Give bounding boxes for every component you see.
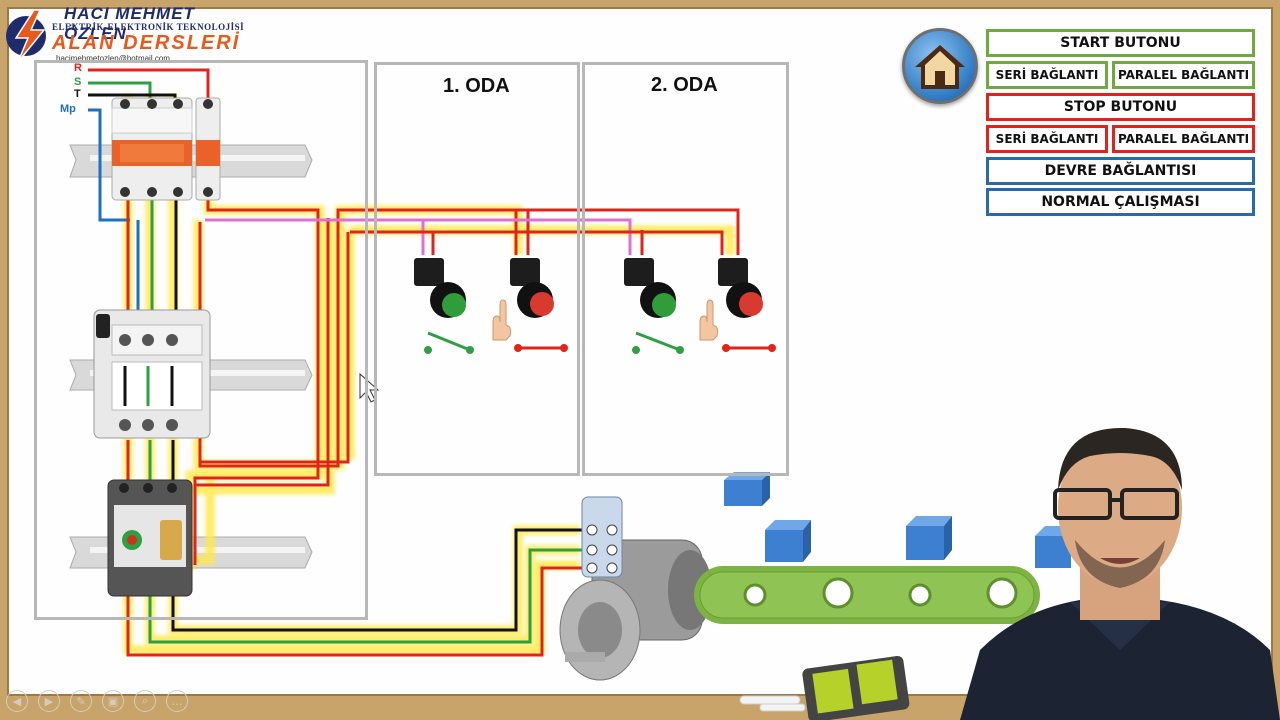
wire-label-s: S xyxy=(74,76,82,88)
room-2-title: 2. ODA xyxy=(651,74,718,96)
circuit-breaker-3pole xyxy=(111,97,193,201)
prev-icon[interactable]: ◀ xyxy=(6,690,28,712)
next-icon[interactable]: ▶ xyxy=(38,690,60,712)
wire-label-r: R xyxy=(74,62,82,74)
start-button-room-2 xyxy=(624,258,676,318)
stop-button-menu[interactable]: STOP BUTONU xyxy=(986,93,1255,121)
room-1-panel xyxy=(374,62,580,476)
start-button-menu[interactable]: START BUTONU xyxy=(986,29,1255,57)
package-box xyxy=(906,516,952,560)
home-icon xyxy=(915,45,965,89)
contactor xyxy=(93,309,211,439)
brand-main: ALAN DERSLERİ xyxy=(52,32,241,54)
normal-operation-button[interactable]: NORMAL ÇALIŞMASI xyxy=(986,188,1255,216)
stop-button-room-1 xyxy=(510,258,554,318)
package-box xyxy=(724,472,770,506)
brand-email: hacimehmetozlen@hotmail.com xyxy=(56,54,170,63)
brand-name: HACI MEHMET ÖZLEN xyxy=(64,4,195,43)
circuit-connection-button[interactable]: DEVRE BAĞLANTISI xyxy=(986,157,1255,185)
package-box xyxy=(765,520,811,562)
circuit-breaker-1pole xyxy=(195,97,221,201)
main-panel xyxy=(34,60,368,620)
more-icon[interactable]: … xyxy=(166,690,188,712)
slideshow-toolbar: ◀ ▶ ✎ ▣ ⌕ … xyxy=(6,690,188,712)
chalk-piece xyxy=(739,695,806,712)
wire-label-mp: Mp xyxy=(60,103,76,115)
thermal-relay xyxy=(107,479,193,597)
start-series-connection-button[interactable]: SERİ BAĞLANTI xyxy=(986,61,1108,89)
power-wires xyxy=(126,200,585,657)
stop-contact-symbol-room-1 xyxy=(514,344,568,352)
hand-pointer-icon xyxy=(699,299,719,341)
brand-logo: HACI MEHMET ÖZLEN ELEKTRİK-ELEKTRONİK TE… xyxy=(4,4,254,64)
room-2-panel xyxy=(582,62,789,476)
conveyor-belt xyxy=(694,566,1040,624)
stop-button-room-2 xyxy=(718,258,763,318)
start-contact-symbol-room-1 xyxy=(424,331,474,354)
presenter-video xyxy=(960,427,1280,720)
room-1-title: 1. ODA xyxy=(443,75,510,97)
control-wires xyxy=(193,200,740,565)
pen-icon[interactable]: ✎ xyxy=(70,690,92,712)
board-eraser xyxy=(802,655,910,720)
hand-pointer-icon xyxy=(492,299,512,341)
copy-icon[interactable]: ▣ xyxy=(102,690,124,712)
electric-motor xyxy=(559,496,712,681)
start-button-room-1 xyxy=(414,258,466,318)
stop-parallel-connection-button[interactable]: PARALEL BAĞLANTI xyxy=(1112,125,1255,153)
home-button[interactable] xyxy=(902,28,978,104)
start-parallel-connection-button[interactable]: PARALEL BAĞLANTI xyxy=(1112,61,1255,89)
stop-series-connection-button[interactable]: SERİ BAĞLANTI xyxy=(986,125,1108,153)
lightning-logo-icon xyxy=(6,9,46,63)
stop-contact-symbol-room-2 xyxy=(722,344,776,352)
brand-subtitle: ELEKTRİK-ELEKTRONİK TEKNOLOJİSİ xyxy=(52,22,245,32)
start-contact-symbol-room-2 xyxy=(632,331,684,354)
search-icon[interactable]: ⌕ xyxy=(134,690,156,712)
wire-label-t: T xyxy=(74,88,81,100)
